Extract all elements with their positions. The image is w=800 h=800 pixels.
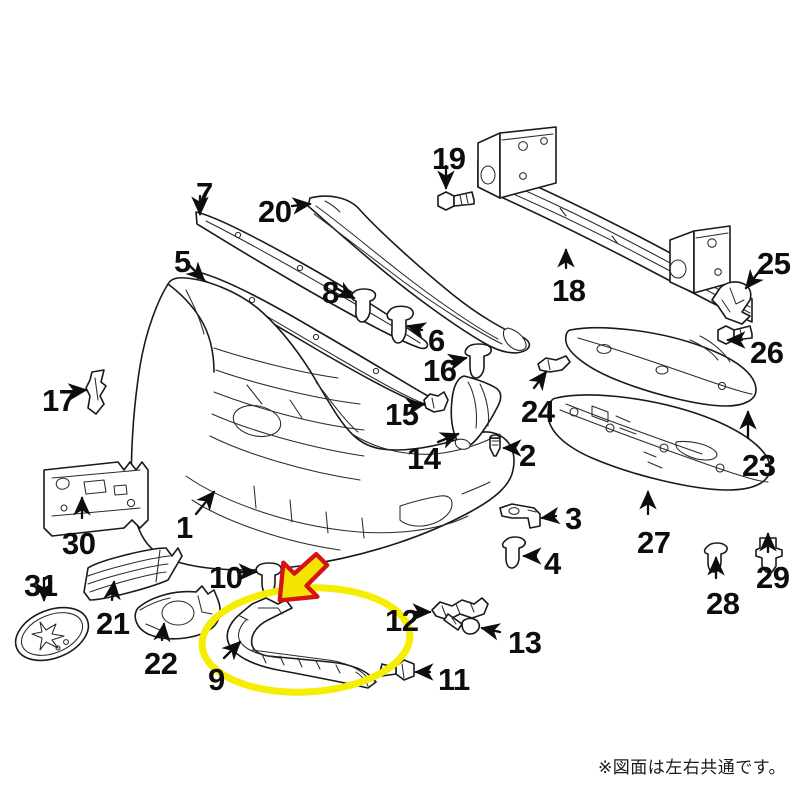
- callout-label-12[interactable]: 12: [385, 603, 419, 638]
- callout-label-18[interactable]: 18: [552, 273, 586, 308]
- callout-label-14[interactable]: 14: [407, 441, 441, 476]
- part-27-engine-under-cover: [547, 394, 771, 491]
- callout-label-28[interactable]: 28: [706, 586, 740, 621]
- part-31-emblem: [14, 606, 90, 662]
- footnote-text: ※図面は左右共通です。: [597, 758, 786, 778]
- callout-label-20[interactable]: 20: [258, 194, 292, 229]
- callout-label-13[interactable]: 13: [508, 625, 542, 660]
- callout-label-7[interactable]: 7: [196, 176, 213, 211]
- part-9-bumper-side-retainer: [226, 597, 377, 689]
- callout-label-6[interactable]: 6: [428, 323, 445, 358]
- part-18-reinforcement-beam: [477, 126, 753, 323]
- part-15-clip: [423, 391, 449, 413]
- callout-label-10[interactable]: 10: [209, 560, 243, 595]
- callout-label-8[interactable]: 8: [322, 275, 339, 310]
- callout-label-21[interactable]: 21: [96, 606, 130, 641]
- part-17-bracket: [85, 369, 107, 415]
- part-30-license-plate-bracket: [43, 461, 149, 537]
- part-24-clip: [537, 355, 571, 373]
- part-26-bolt: [717, 325, 753, 345]
- callout-label-5[interactable]: 5: [174, 244, 191, 279]
- part-3-bracket: [499, 503, 541, 529]
- callout-label-9[interactable]: 9: [208, 662, 225, 697]
- callout-label-4[interactable]: 4: [544, 546, 561, 581]
- callout-label-19[interactable]: 19: [432, 141, 466, 176]
- callout-label-26[interactable]: 26: [750, 335, 784, 370]
- callout-label-2[interactable]: 2: [519, 438, 536, 473]
- part-16-clip: [464, 343, 492, 379]
- callout-label-29[interactable]: 29: [756, 560, 790, 595]
- callout-label-22[interactable]: 22: [144, 646, 178, 681]
- part-2-screw: [489, 434, 501, 457]
- part-1-bumper-cover: [130, 276, 515, 571]
- callout-label-11[interactable]: 11: [438, 662, 470, 697]
- part-21-lower-grille: [83, 547, 183, 601]
- part-12-retainer-clip: [431, 597, 489, 621]
- callout-label-24[interactable]: 24: [521, 394, 555, 429]
- callout-label-27[interactable]: 27: [637, 525, 671, 560]
- part-23-under-cover: [564, 326, 757, 407]
- callout-label-3[interactable]: 3: [565, 501, 582, 536]
- part-6-clip: [386, 305, 414, 344]
- callout-label-30[interactable]: 30: [62, 526, 96, 561]
- part-4-clip: [501, 536, 526, 569]
- callout-label-1[interactable]: 1: [176, 510, 193, 545]
- callout-arrow: [277, 551, 330, 603]
- part-19-bolt: [437, 191, 475, 211]
- callout-label-16[interactable]: 16: [423, 353, 457, 388]
- leader-lines: [35, 164, 777, 681]
- part-8-clip: [350, 288, 377, 323]
- callout-label-23[interactable]: 23: [742, 448, 776, 483]
- callout-label-15[interactable]: 15: [385, 397, 419, 432]
- callout-label-25[interactable]: 25: [757, 246, 791, 281]
- callout-label-31[interactable]: 31: [24, 568, 58, 603]
- callout-label-17[interactable]: 17: [42, 383, 76, 418]
- part-20-energy-absorber: [307, 195, 531, 354]
- part-13-screw: [443, 613, 481, 635]
